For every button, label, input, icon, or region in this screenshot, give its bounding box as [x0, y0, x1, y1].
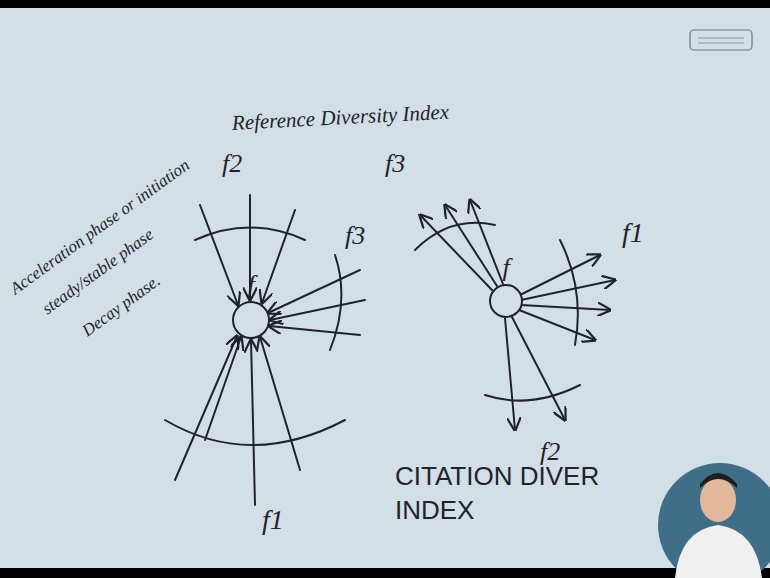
factor-label: f3 [345, 222, 365, 251]
node-label: f [502, 255, 509, 281]
factor-label: f1 [262, 505, 284, 536]
logo [690, 30, 752, 50]
node-outline [490, 285, 522, 317]
node-circle [488, 283, 524, 319]
presenter-inset [658, 463, 770, 578]
board-title: Reference Diversity Index [231, 101, 449, 135]
index-caption: CITATION DIVER INDEX [395, 460, 657, 528]
outward-arrows [415, 200, 615, 430]
factor-label: f3 [385, 150, 405, 179]
factor-label: f1 [622, 218, 644, 249]
node-label: f [247, 272, 254, 298]
factor-label: f2 [222, 150, 242, 179]
citation-node: f [231, 272, 271, 340]
whiteboard [0, 8, 770, 568]
node-outline [233, 302, 269, 338]
node-circle [231, 300, 271, 340]
citation-node: f [488, 255, 524, 319]
inward-arrows [165, 195, 365, 505]
